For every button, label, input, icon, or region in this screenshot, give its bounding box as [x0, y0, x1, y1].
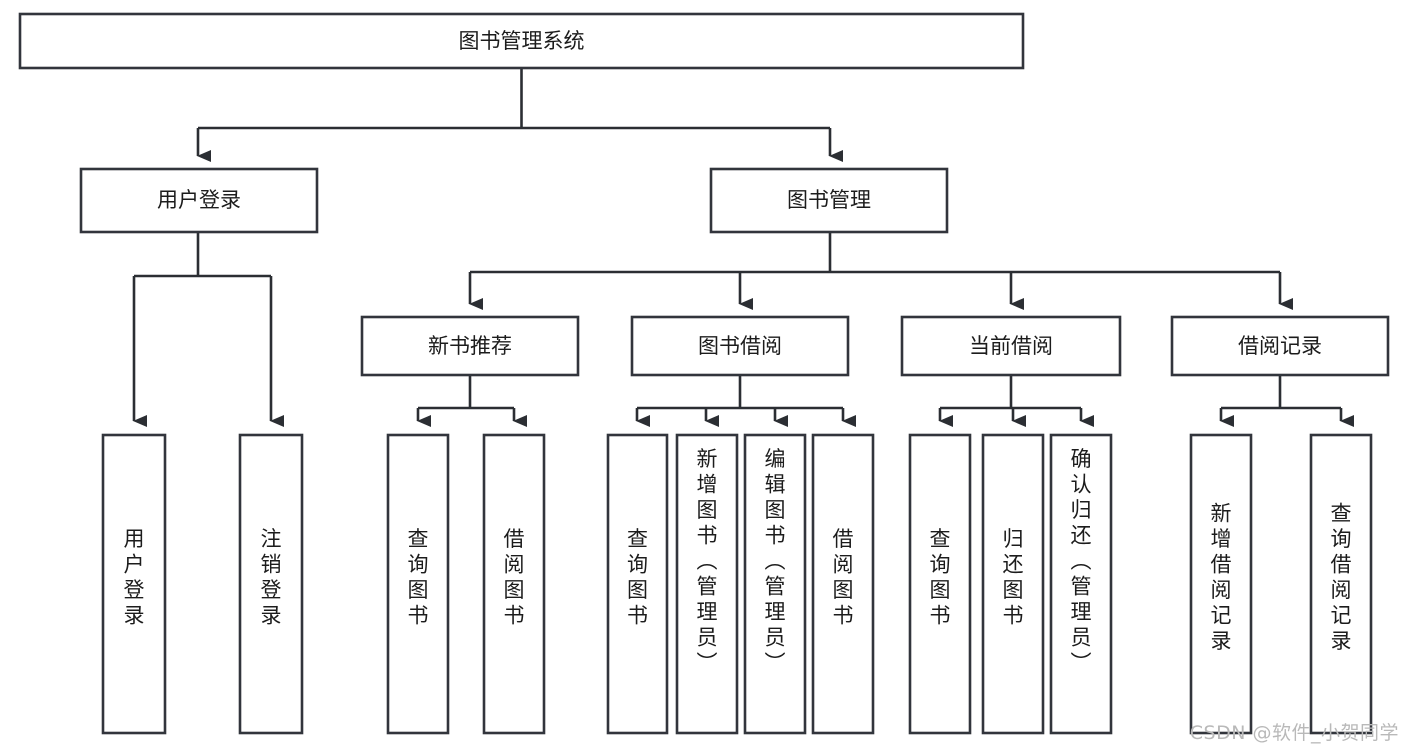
leaf-query-book-brw-box[interactable]: [606, 433, 669, 735]
leaf-query-record[interactable]: 查询借阅记录: [1309, 433, 1373, 735]
leaf-confirm-return-box[interactable]: [1049, 433, 1113, 735]
leaf-logout-label: 注销登录: [261, 527, 282, 628]
leaf-borrow-book-rec[interactable]: 借阅图书: [482, 433, 546, 735]
node-borrow-record-box[interactable]: [1170, 315, 1390, 377]
leaf-borrow-book-brw-label: 借阅图书: [833, 527, 854, 628]
leaf-user-login-box[interactable]: [101, 433, 167, 735]
node-book-mgmt-box[interactable]: [709, 167, 949, 234]
leaf-node-layer: 用户登录 注销登录 查询图书 借阅图书 查询图书 新增图书︵管理员︶ 编辑图书︵管理员︶ 借阅…: [101, 433, 1373, 735]
node-book-mgmt[interactable]: 图书管理: [709, 167, 949, 234]
node-current-borrow-box[interactable]: [900, 315, 1122, 377]
node-borrow-record[interactable]: 借阅记录: [1170, 315, 1390, 377]
leaf-user-login[interactable]: 用户登录: [101, 433, 167, 735]
leaf-return-book-box[interactable]: [981, 433, 1045, 735]
node-book-borrow-label: 图书借阅: [698, 334, 782, 358]
leaf-borrow-book-rec-box[interactable]: [482, 433, 546, 735]
leaf-query-book-cur-box[interactable]: [908, 433, 972, 735]
leaf-edit-book-label: 编辑图书︵管理员︶: [765, 447, 786, 675]
leaf-borrow-book-brw[interactable]: 借阅图书: [811, 433, 875, 735]
node-root-label: 图书管理系统: [459, 29, 585, 53]
leaf-query-book-rec-label: 查询图书: [408, 527, 429, 628]
node-book-borrow-box[interactable]: [630, 315, 850, 377]
leaf-confirm-return-label: 确认归还︵管理员︶: [1071, 447, 1092, 675]
node-current-borrow[interactable]: 当前借阅: [900, 315, 1122, 377]
node-layer: 图书管理系统 用户登录 图书管理 新书推荐 图书借阅 当前借阅: [18, 12, 1390, 377]
leaf-query-book-brw-label: 查询图书: [627, 527, 648, 628]
leaf-logout-box[interactable]: [238, 433, 304, 735]
node-book-mgmt-label: 图书管理: [787, 188, 871, 212]
node-book-borrow[interactable]: 图书借阅: [630, 315, 850, 377]
leaf-add-book[interactable]: 新增图书︵管理员︶: [675, 433, 739, 735]
connector-layer: [132, 68, 1354, 427]
leaf-return-book[interactable]: 归还图书: [981, 433, 1045, 735]
leaf-query-book-cur[interactable]: 查询图书: [908, 433, 972, 735]
leaf-add-book-box[interactable]: [675, 433, 739, 735]
node-user-login[interactable]: 用户登录: [79, 167, 319, 234]
leaf-add-record-label: 新增借阅记录: [1211, 501, 1232, 653]
leaf-add-record[interactable]: 新增借阅记录: [1189, 433, 1253, 735]
leaf-borrow-book-brw-box[interactable]: [811, 433, 875, 735]
node-user-login-box[interactable]: [79, 167, 319, 234]
leaf-query-book-rec-box[interactable]: [386, 433, 450, 735]
node-current-borrow-label: 当前借阅: [969, 334, 1053, 358]
node-new-book-rec-box[interactable]: [360, 315, 580, 377]
leaf-query-record-label: 查询借阅记录: [1331, 501, 1352, 653]
node-borrow-record-label: 借阅记录: [1238, 334, 1322, 358]
node-new-book-rec[interactable]: 新书推荐: [360, 315, 580, 377]
leaf-query-book-rec[interactable]: 查询图书: [386, 433, 450, 735]
node-root-box[interactable]: [18, 12, 1025, 70]
node-user-login-label: 用户登录: [157, 188, 241, 212]
leaf-query-book-cur-label: 查询图书: [930, 527, 951, 628]
leaf-confirm-return[interactable]: 确认归还︵管理员︶: [1049, 433, 1113, 735]
leaf-return-book-label: 归还图书: [1003, 527, 1024, 628]
csdn-watermark: CSDN @软件_小贺同学: [1189, 722, 1399, 744]
leaf-borrow-book-rec-label: 借阅图书: [504, 527, 525, 628]
leaf-user-login-label: 用户登录: [124, 527, 145, 628]
node-new-book-rec-label: 新书推荐: [428, 334, 512, 358]
leaf-edit-book[interactable]: 编辑图书︵管理员︶: [743, 433, 807, 735]
node-root[interactable]: 图书管理系统: [18, 12, 1025, 70]
leaf-logout[interactable]: 注销登录: [238, 433, 304, 735]
leaf-add-book-label: 新增图书︵管理员︶: [697, 447, 718, 675]
leaf-add-record-box[interactable]: [1189, 433, 1253, 735]
leaf-edit-book-box[interactable]: [743, 433, 807, 735]
leaf-query-book-brw[interactable]: 查询图书: [606, 433, 669, 735]
leaf-query-record-box[interactable]: [1309, 433, 1373, 735]
